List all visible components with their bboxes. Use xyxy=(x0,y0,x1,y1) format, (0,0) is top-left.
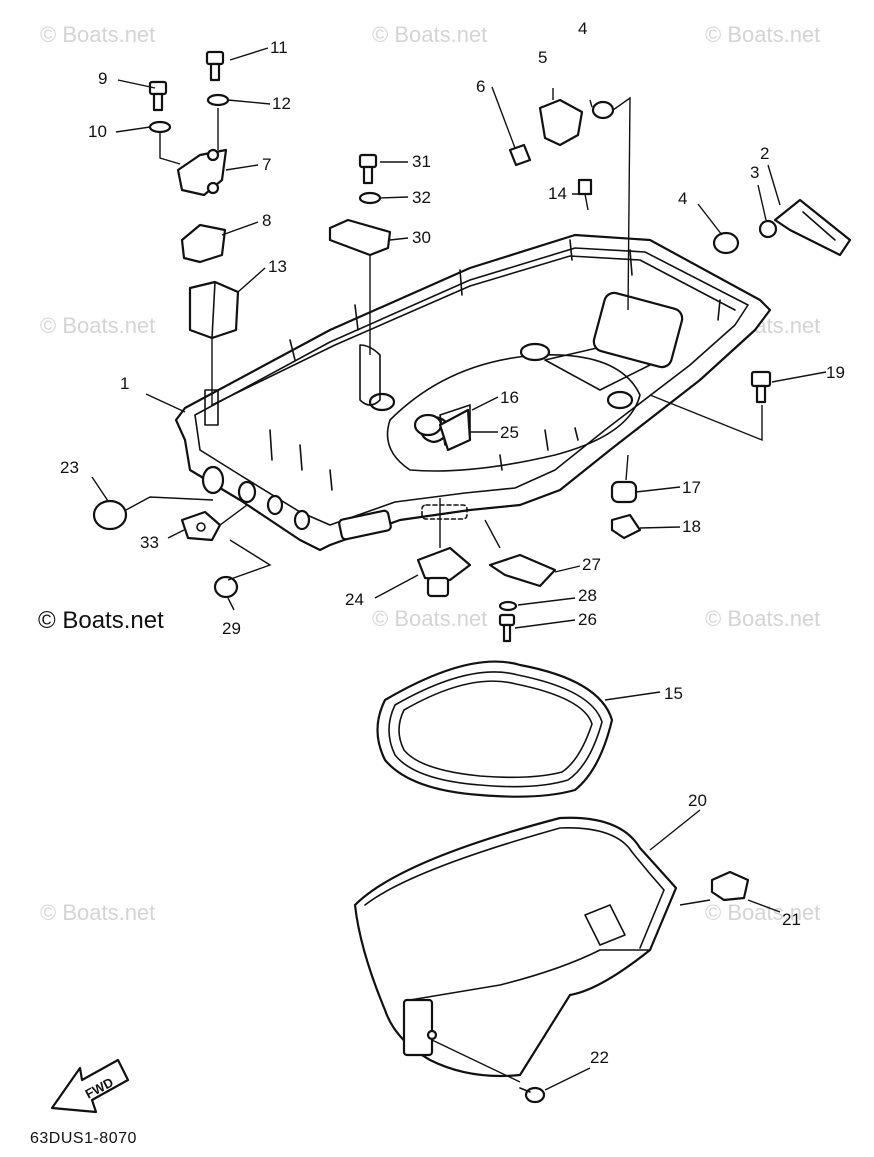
callout-21: 21 xyxy=(782,910,801,929)
callout-26: 26 xyxy=(578,610,597,629)
callout-6: 6 xyxy=(476,77,485,96)
callout-2: 2 xyxy=(760,144,769,163)
callout-12: 12 xyxy=(272,94,291,113)
callout-27: 27 xyxy=(582,555,601,574)
callout-31: 31 xyxy=(412,152,431,171)
callout-11: 11 xyxy=(270,38,288,57)
rubber-seal xyxy=(376,660,614,798)
callout-32: 32 xyxy=(412,188,431,207)
callout-33: 33 xyxy=(140,533,159,552)
hardware-parts xyxy=(92,50,852,1104)
callout-25: 25 xyxy=(500,423,519,442)
watermark: © Boats.net xyxy=(372,606,487,631)
watermark: © Boats.net xyxy=(705,900,820,925)
callout-14: 14 xyxy=(548,184,567,203)
callout-16: 16 xyxy=(500,388,519,407)
callout-4: 4 xyxy=(578,19,587,38)
callout-17: 17 xyxy=(682,478,701,497)
callout-30: 30 xyxy=(412,228,431,247)
watermark: © Boats.net xyxy=(40,313,155,338)
callout-28: 28 xyxy=(578,586,597,605)
callout-5: 5 xyxy=(538,48,547,67)
lower-tray xyxy=(353,816,678,1078)
watermark: © Boats.net xyxy=(705,22,820,47)
callout-9: 9 xyxy=(98,69,107,88)
callout-19: 19 xyxy=(826,363,845,382)
callout-1: 1 xyxy=(120,374,129,393)
fwd-arrow-icon: FWD xyxy=(50,1058,130,1114)
callout-4: 4 xyxy=(678,189,687,208)
callout-15: 15 xyxy=(664,684,683,703)
bottom-cowling xyxy=(174,233,772,552)
callout-10: 10 xyxy=(88,122,107,141)
watermark: © Boats.net xyxy=(372,22,487,47)
callout-18: 18 xyxy=(682,517,701,536)
callout-8: 8 xyxy=(262,211,271,230)
watermark: © Boats.net xyxy=(40,22,155,47)
callout-13: 13 xyxy=(268,257,287,276)
callout-20: 20 xyxy=(688,791,707,810)
watermark: © Boats.net xyxy=(40,900,155,925)
callout-24: 24 xyxy=(345,590,364,609)
callout-22: 22 xyxy=(590,1048,609,1067)
callout-3: 3 xyxy=(750,163,759,182)
callout-numbers: 11 9 12 10 7 8 13 31 32 30 4 5 6 14 4 3 … xyxy=(60,19,845,1067)
copyright-credit: © Boats.net xyxy=(38,607,164,634)
watermark: © Boats.net xyxy=(705,606,820,631)
callout-23: 23 xyxy=(60,458,79,477)
diagram-code: 63DUS1-8070 xyxy=(30,1130,137,1147)
leader-lines xyxy=(91,47,827,1091)
callout-29: 29 xyxy=(222,619,241,638)
callout-7: 7 xyxy=(262,155,271,174)
